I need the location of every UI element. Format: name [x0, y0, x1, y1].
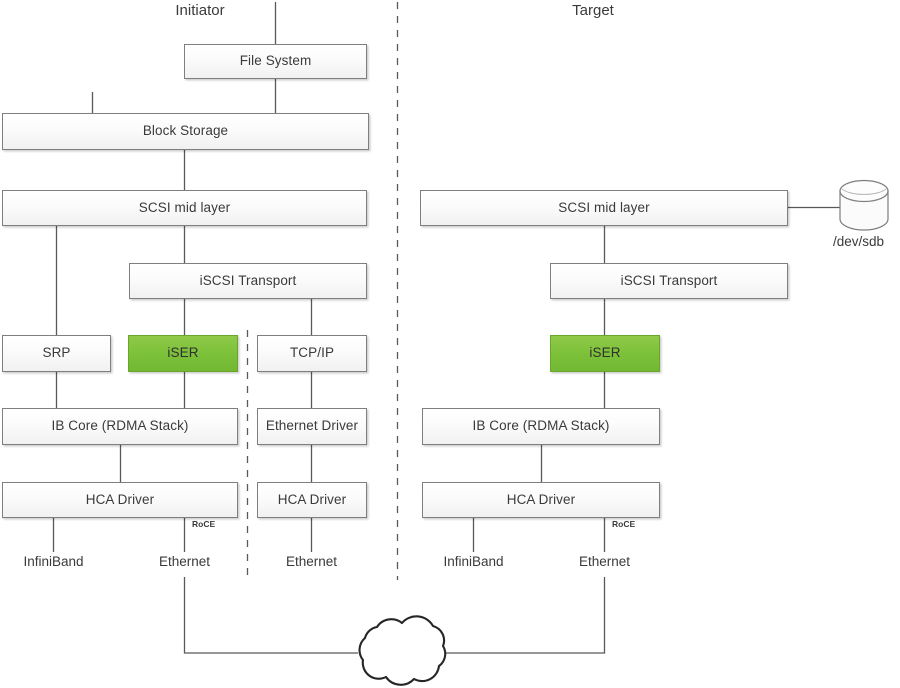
endpoint-ethernet-roce-initiator: Ethernet — [158, 554, 211, 569]
node-iser-target[interactable]: iSER — [550, 335, 660, 372]
roce-note-target: RoCE — [612, 519, 636, 529]
node-label: IB Core (RDMA Stack) — [51, 418, 189, 434]
node-hca-driver-ethernet[interactable]: HCA Driver — [257, 482, 367, 518]
node-label: IB Core (RDMA Stack) — [472, 418, 610, 434]
node-ib-core-target[interactable]: IB Core (RDMA Stack) — [422, 408, 660, 445]
endpoint-ethernet-tcp-initiator: Ethernet — [285, 554, 338, 569]
node-iscsi-transport[interactable]: iSCSI Transport — [129, 263, 367, 299]
node-label: HCA Driver — [85, 491, 155, 507]
node-label: HCA Driver — [277, 491, 347, 507]
network-cloud-icon — [358, 615, 447, 686]
node-tcp-ip[interactable]: TCP/IP — [257, 335, 367, 372]
node-hca-driver-target[interactable]: HCA Driver — [422, 482, 660, 518]
node-label: File System — [239, 53, 312, 69]
node-label: SCSI mid layer — [558, 199, 650, 215]
node-label: iSCSI Transport — [620, 272, 718, 288]
node-label: iSER — [589, 345, 621, 361]
endpoint-infiniband-initiator: InfiniBand — [23, 554, 84, 569]
node-label: iSCSI Transport — [199, 272, 297, 288]
node-label: Block Storage — [142, 123, 229, 139]
node-label: SCSI mid layer — [138, 199, 231, 215]
node-ethernet-driver[interactable]: Ethernet Driver — [257, 408, 367, 445]
node-srp[interactable]: SRP — [2, 335, 111, 372]
node-label: Ethernet Driver — [265, 418, 359, 434]
roce-note-initiator: RoCE — [192, 519, 216, 529]
disk-cylinder-icon — [839, 179, 889, 231]
node-label: iSER — [167, 345, 199, 361]
endpoint-ethernet-target: Ethernet — [578, 554, 631, 569]
node-iscsi-transport-target[interactable]: iSCSI Transport — [550, 263, 788, 299]
node-scsi-mid-layer[interactable]: SCSI mid layer — [2, 190, 367, 226]
disk-label-dev-sdb: /dev/sdb — [833, 234, 885, 249]
node-label: HCA Driver — [506, 491, 576, 507]
node-ib-core-initiator[interactable]: IB Core (RDMA Stack) — [2, 408, 238, 445]
node-hca-driver-ib[interactable]: HCA Driver — [2, 482, 238, 518]
edge-target-ethernet-to-cloud — [444, 577, 606, 654]
node-label: TCP/IP — [289, 345, 335, 361]
node-block-storage[interactable]: Block Storage — [2, 113, 369, 150]
node-file-system[interactable]: File System — [184, 44, 367, 79]
node-scsi-mid-layer-target[interactable]: SCSI mid layer — [420, 190, 788, 226]
section-title-initiator: Initiator — [175, 2, 225, 19]
node-iser-initiator[interactable]: iSER — [128, 335, 238, 372]
edge-initiator-ethernet-to-cloud — [183, 577, 358, 654]
endpoint-infiniband-target: InfiniBand — [443, 554, 504, 569]
section-title-target: Target — [572, 2, 614, 19]
node-label: SRP — [42, 345, 71, 361]
